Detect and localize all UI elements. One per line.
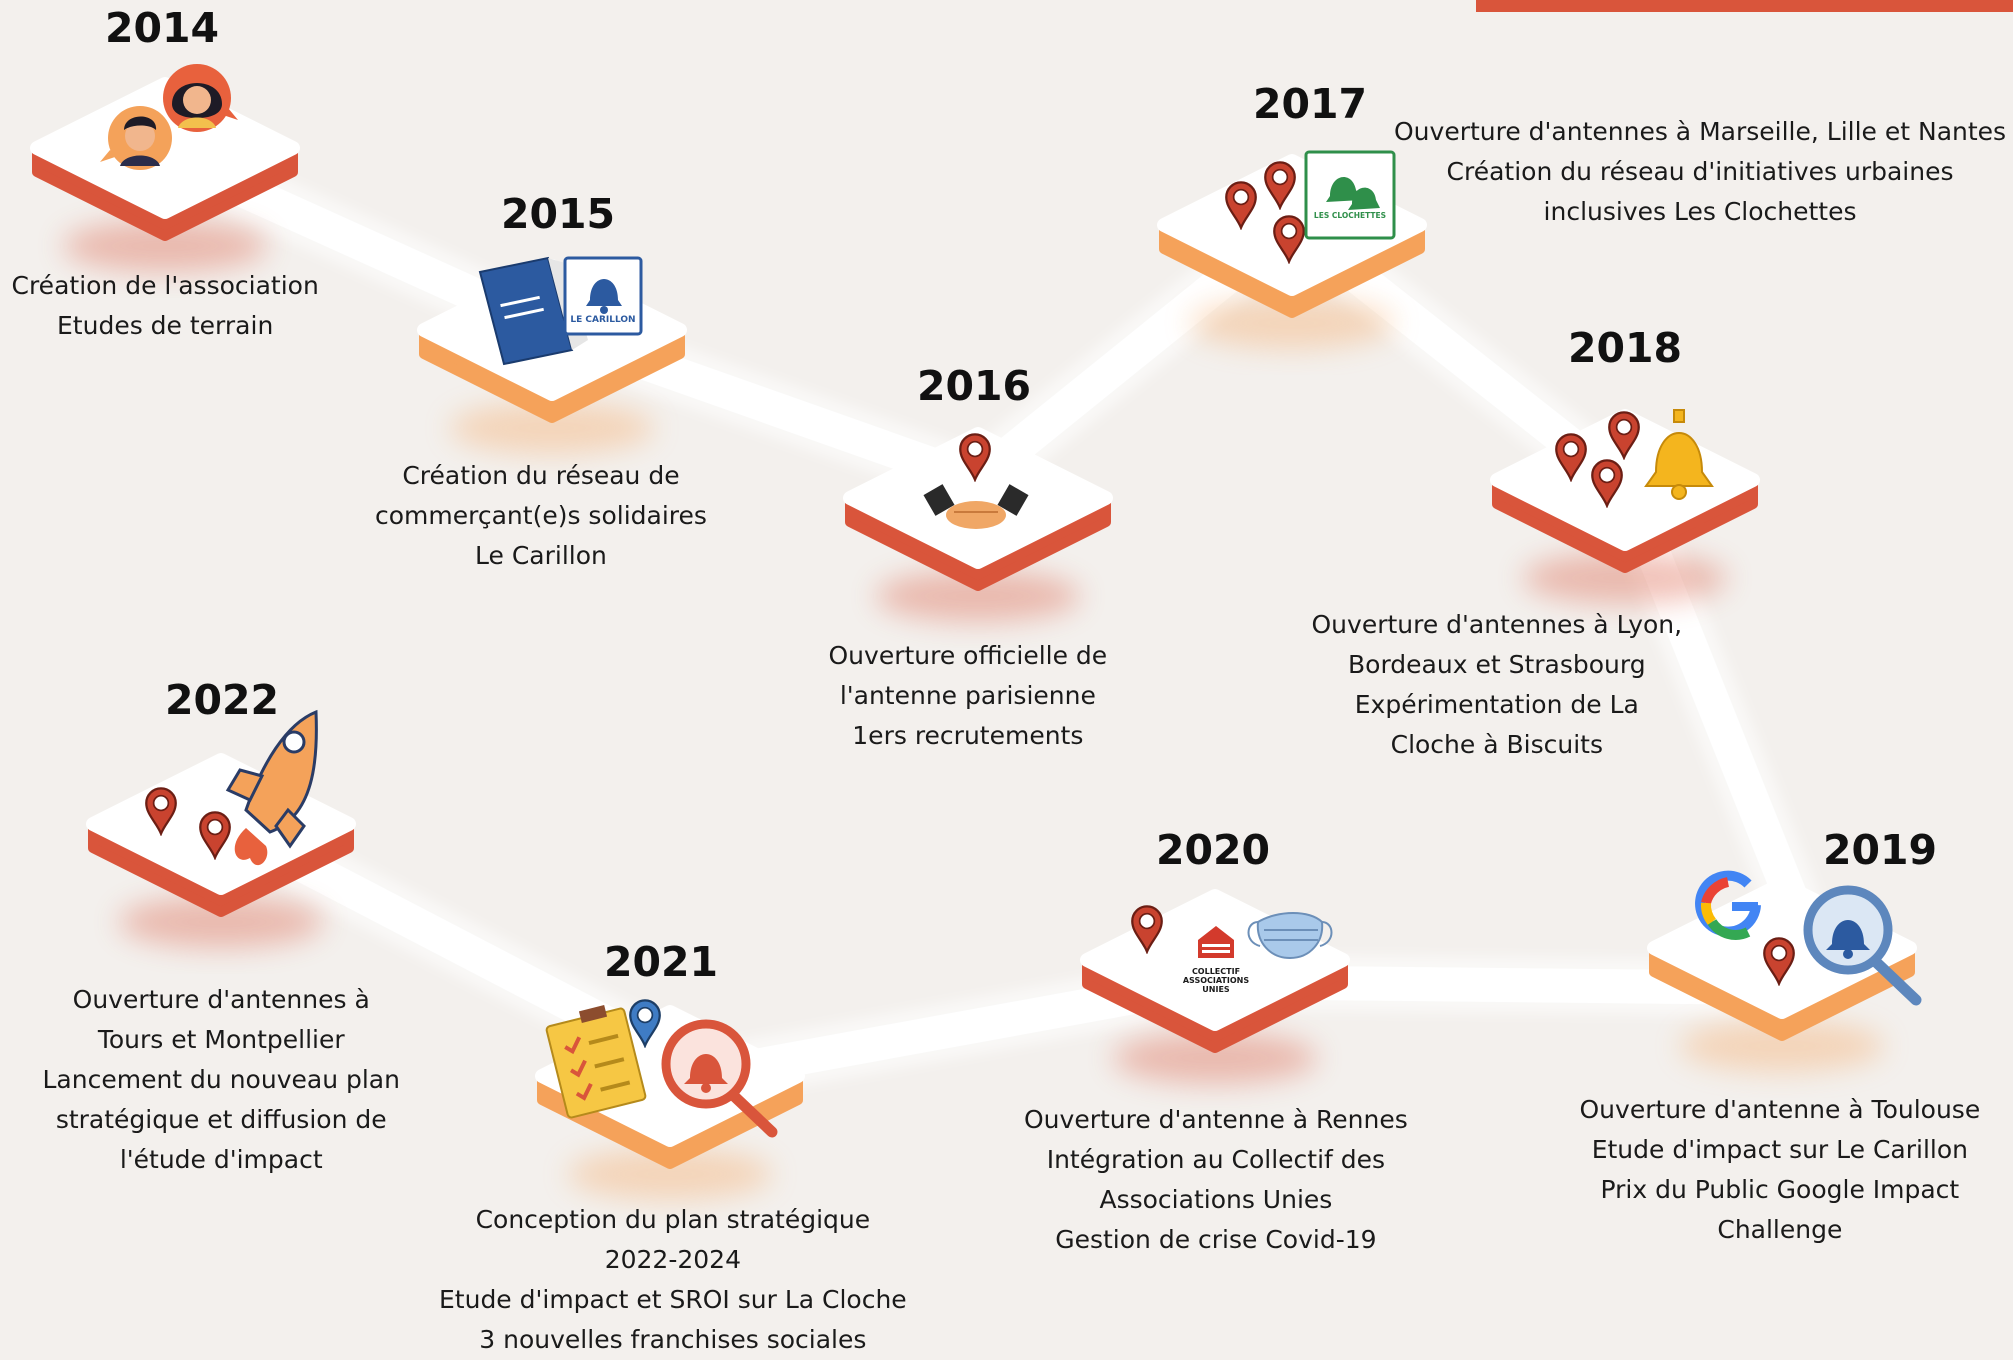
collectif-associations-unies-logo: COLLECTIF ASSOCIATIONS UNIES	[1183, 926, 1250, 994]
tile-shadow	[875, 570, 1081, 622]
collectif-logo-text: COLLECTIF	[1192, 967, 1240, 976]
face-mask-icon	[1247, 912, 1333, 960]
milestone-description-line: 1ers recrutements	[852, 721, 1084, 750]
tile-shadow	[1522, 552, 1728, 604]
milestone-description-line: Associations Unies	[1099, 1185, 1333, 1214]
les-clochettes-logo: LES CLOCHETTES	[1304, 150, 1396, 240]
milestone-description-line: Conception du plan stratégique	[475, 1205, 871, 1234]
milestone-description-line: Tours et Montpellier	[97, 1025, 345, 1054]
le-carillon-logo: LE CARILLON	[563, 256, 643, 336]
milestone-description-line: Expérimentation de La	[1354, 690, 1639, 719]
milestone-description-line: Challenge	[1717, 1215, 1843, 1244]
milestone-tile-2022	[86, 753, 356, 948]
magnifier-bell-icon	[661, 1019, 778, 1138]
milestone-year: 2022	[164, 676, 280, 724]
tile-shadow	[567, 1148, 773, 1200]
milestone-description-line: Ouverture d'antenne à Rennes	[1024, 1105, 1408, 1134]
les-clochettes-logo-text: LES CLOCHETTES	[1314, 211, 1386, 220]
avatar-man-icon	[100, 106, 172, 170]
milestone-description-line: Le Carillon	[475, 541, 607, 570]
tile-shadow	[62, 220, 268, 272]
corner-accent-bar	[1476, 0, 2013, 12]
milestone-year: 2018	[1567, 324, 1683, 372]
milestone-description-line: Bordeaux et Strasbourg	[1348, 650, 1646, 679]
tile-shadow	[1112, 1032, 1318, 1084]
handshake-icon	[923, 484, 1029, 529]
milestone-description-line: Ouverture d'antennes à Marseille, Lille …	[1394, 117, 2007, 146]
milestone-description-line: Création de l'association	[11, 271, 319, 300]
milestone-description-line: 3 nouvelles franchises sociales	[479, 1325, 867, 1354]
milestone-description: Ouverture officielle de l'antenne parisie…	[829, 636, 1108, 756]
collectif-logo-text: UNIES	[1202, 985, 1230, 994]
magnifier-bell-icon	[1803, 885, 1922, 1006]
milestone-description-line: Etude d'impact sur Le Carillon	[1591, 1135, 1969, 1164]
tile-shadow	[1189, 297, 1395, 349]
milestone-description-line: Prix du Public Google Impact	[1600, 1175, 1960, 1204]
milestone-description-line: l'étude d'impact	[119, 1145, 323, 1174]
avatar-woman-icon	[163, 64, 238, 132]
checklist-icon	[545, 1005, 647, 1119]
collectif-logo-text: ASSOCIATIONS	[1183, 976, 1250, 985]
milestone-description-line: stratégique et diffusion de	[55, 1105, 387, 1134]
milestone-description: Ouverture d'antennes à Marseille, Lille …	[1394, 112, 2006, 232]
milestone-year: 2016	[916, 362, 1032, 410]
tile-shadow	[449, 402, 655, 454]
milestone-year: 2021	[603, 938, 719, 986]
milestone-description-line: Ouverture d'antennes à Lyon,	[1311, 610, 1683, 639]
milestone-year: 2017	[1252, 80, 1368, 128]
milestone-year: 2015	[500, 190, 616, 238]
milestone-description-line: inclusives Les Clochettes	[1543, 197, 1857, 226]
milestone-description-line: Gestion de crise Covid-19	[1055, 1225, 1377, 1254]
milestone-description-line: Intégration au Collectif des	[1046, 1145, 1386, 1174]
milestone-year: 2014	[104, 4, 220, 52]
milestone-description-line: Cloche à Biscuits	[1390, 730, 1603, 759]
tile-shadow	[118, 896, 324, 948]
milestone-tile-2016	[843, 427, 1113, 622]
milestone-year: 2019	[1822, 826, 1938, 874]
milestone-description-line: Lancement du nouveau plan	[42, 1065, 400, 1094]
icons-layer: LE CARILLON LES CLOCHETTES	[100, 64, 1922, 1138]
milestone-description: Création du réseau de commerçant(e)s soli…	[375, 456, 707, 576]
milestone-description: Ouverture d'antennes à Tours et Montpelli…	[43, 980, 400, 1180]
bell-icon	[1644, 409, 1714, 500]
milestone-year: 2020	[1155, 826, 1271, 874]
milestone-description-line: Création du réseau d'initiatives urbaine…	[1446, 157, 1954, 186]
google-logo	[1695, 870, 1761, 940]
milestone-description-line: Ouverture d'antennes à	[72, 985, 370, 1014]
le-carillon-logo-text: LE CARILLON	[570, 315, 635, 325]
milestone-tile-2014	[30, 77, 300, 272]
milestone-description-line: Ouverture officielle de	[828, 641, 1108, 670]
milestone-description-line: Etude d'impact et SROI sur La Cloche	[439, 1285, 907, 1314]
milestone-description-line: commerçant(e)s solidaires	[375, 501, 707, 530]
rocket-icon	[225, 709, 318, 866]
tile-shadow	[1679, 1020, 1885, 1072]
tile-top	[843, 427, 1113, 569]
milestone-description-line: Création du réseau de	[402, 461, 680, 490]
milestone-description-line: Etudes de terrain	[57, 311, 274, 340]
milestone-description: Ouverture d'antennes à Lyon, Bordeaux et …	[1312, 605, 1683, 765]
timeline-path	[137, 127, 1820, 1103]
milestone-description-line: Ouverture d'antenne à Toulouse	[1579, 1095, 1981, 1124]
milestone-description-line: l'antenne parisienne	[839, 681, 1096, 710]
milestone-description-line: 2022-2024	[604, 1245, 741, 1274]
